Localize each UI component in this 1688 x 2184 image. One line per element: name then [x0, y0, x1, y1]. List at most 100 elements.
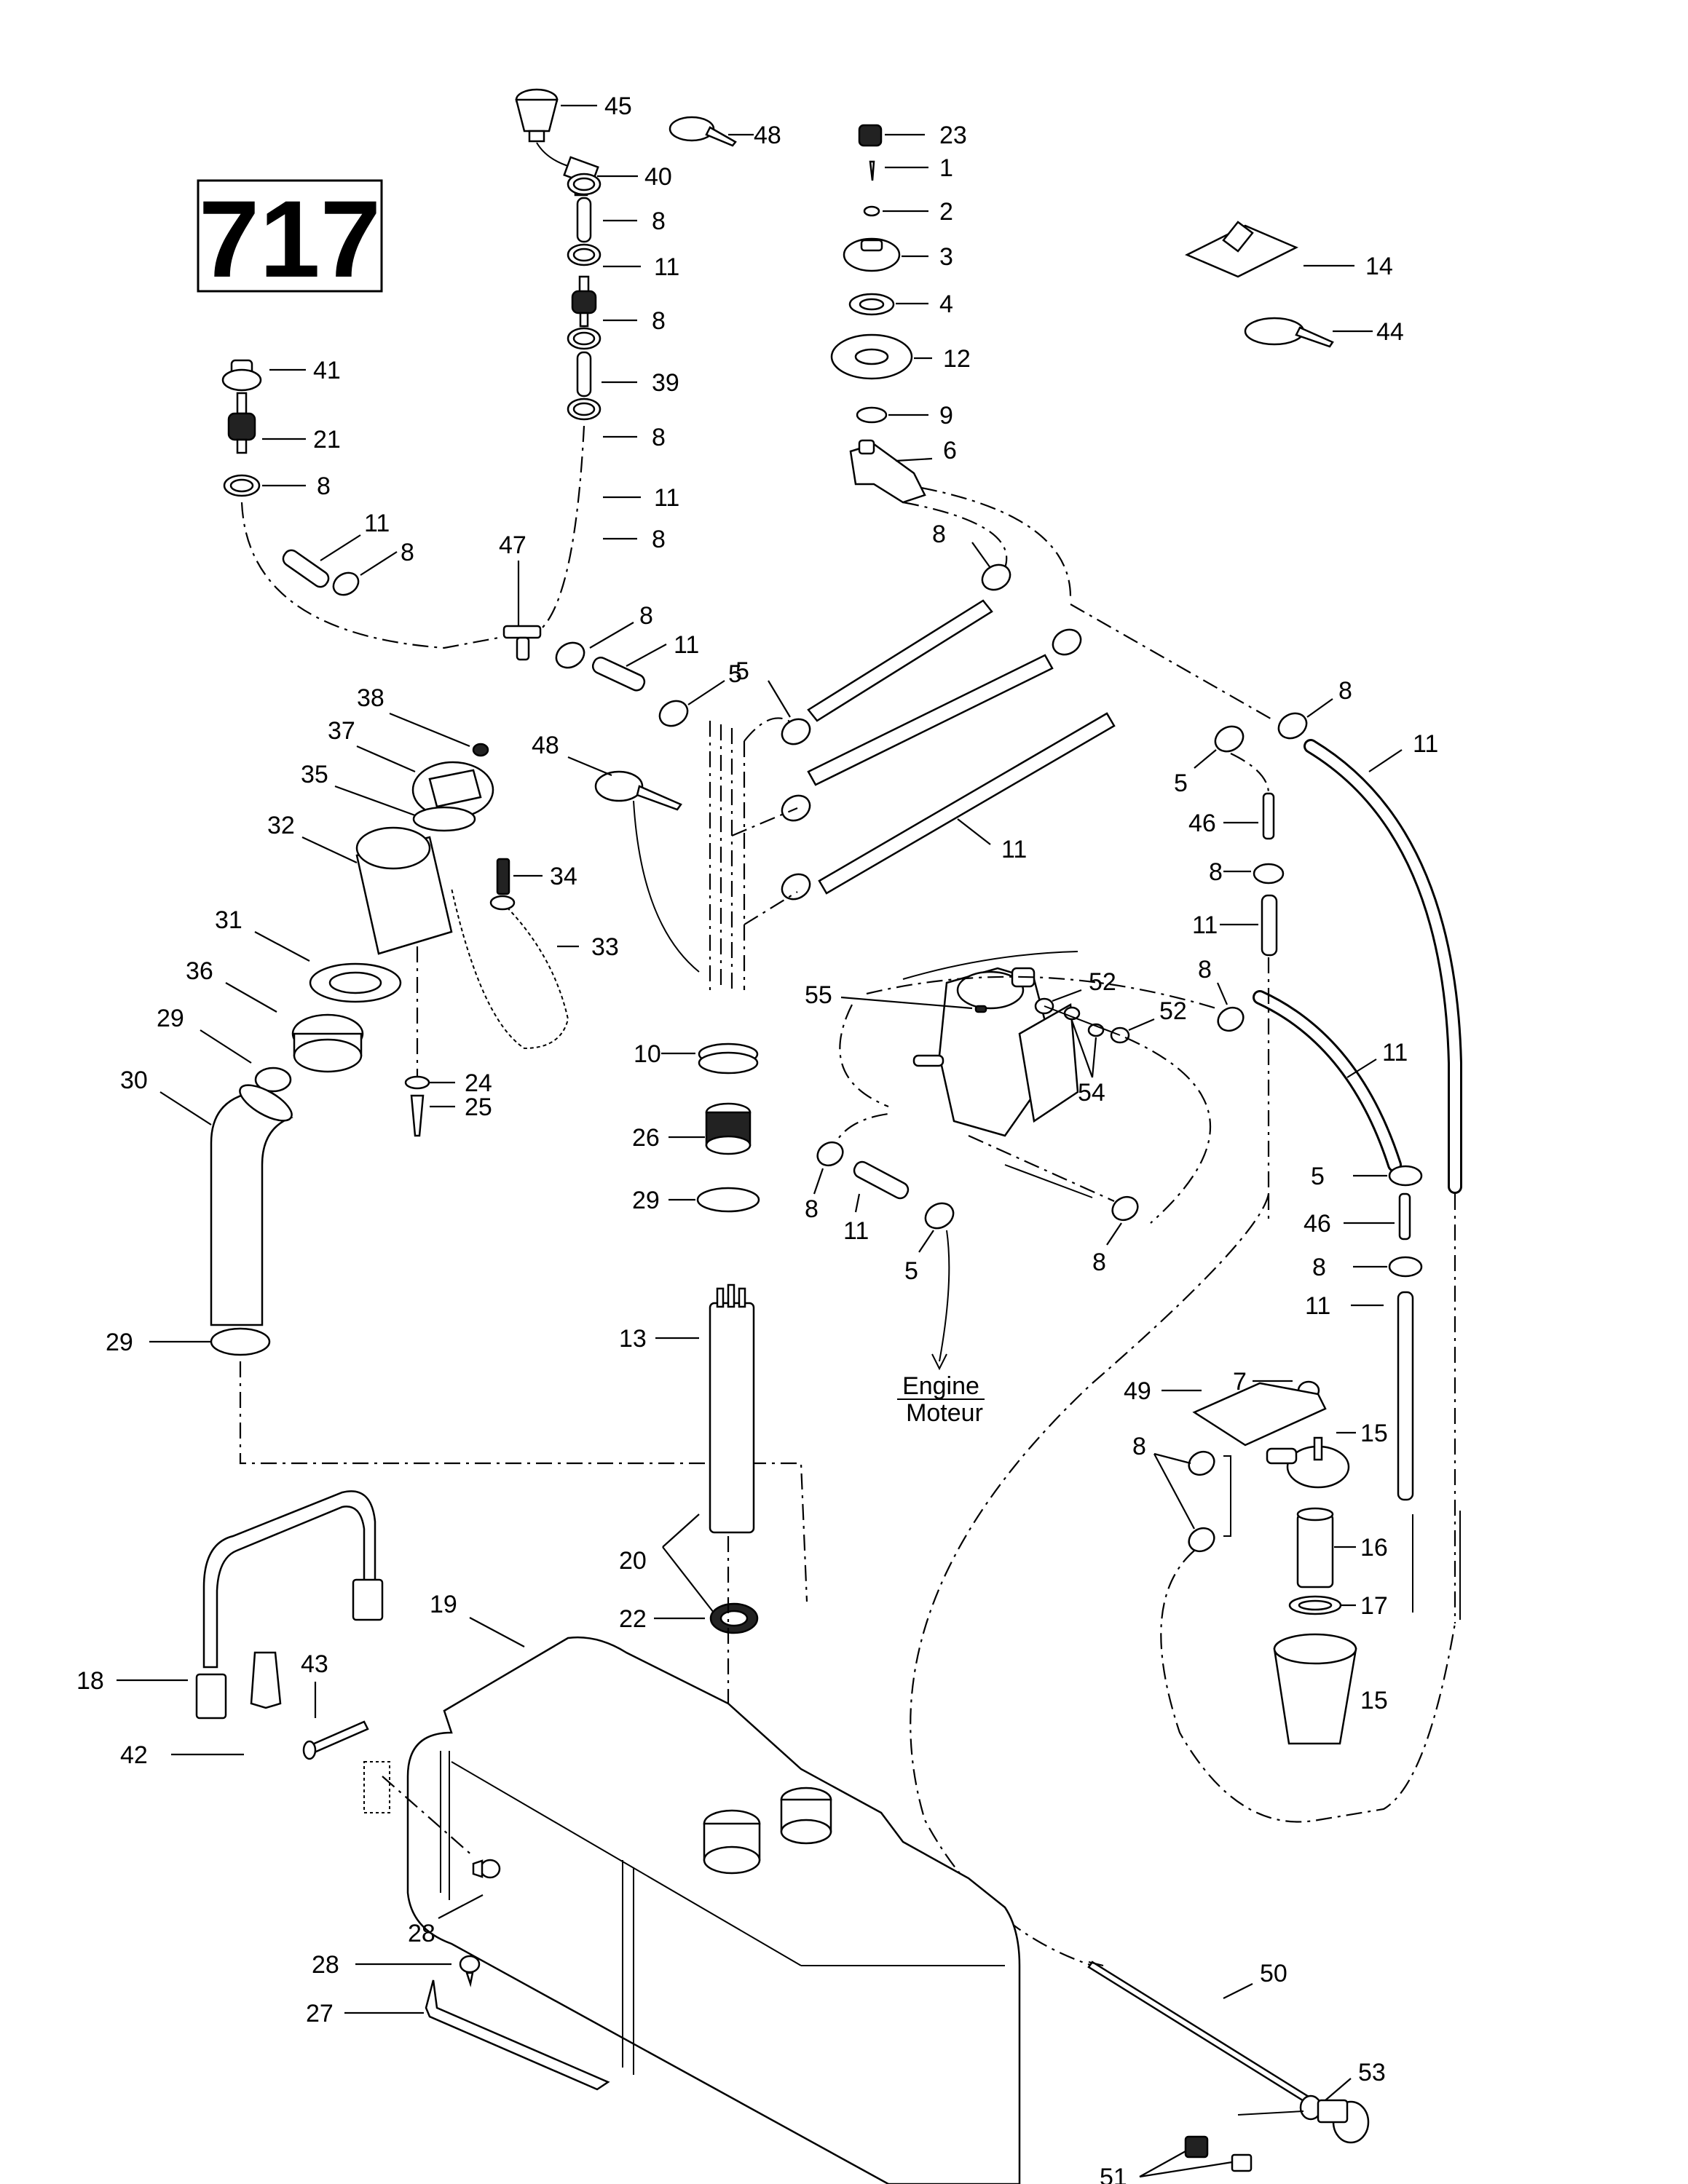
- part-3-selector-knob[interactable]: [843, 237, 901, 272]
- clamp-8[interactable]: [1108, 1192, 1142, 1224]
- part-19-fuel-tank[interactable]: [406, 1636, 1021, 2184]
- clamp-8[interactable]: [552, 638, 589, 673]
- part-46-fitting[interactable]: [1398, 1192, 1411, 1241]
- clamp-8[interactable]: [1388, 1256, 1423, 1278]
- part-9-ring[interactable]: [856, 406, 888, 424]
- part-13-pickup-tube[interactable]: [709, 1283, 755, 1534]
- clamp-8[interactable]: [1253, 863, 1285, 885]
- part-23-plug[interactable]: [858, 124, 883, 147]
- part-25-rivet[interactable]: [410, 1094, 425, 1137]
- callout-17: 17: [1360, 1592, 1388, 1620]
- callout-8: 8: [1092, 1249, 1106, 1276]
- hose-11[interactable]: [576, 197, 592, 243]
- clamp-8[interactable]: [1185, 1447, 1218, 1479]
- clamp-10[interactable]: [698, 1042, 759, 1075]
- part-34-bolt[interactable]: [496, 858, 510, 895]
- clamp-5[interactable]: [921, 1198, 958, 1233]
- clamp-8[interactable]: [223, 474, 261, 497]
- part-48-tie-strap[interactable]: [594, 770, 682, 811]
- part-31-gasket[interactable]: [309, 962, 402, 1003]
- part-27-bracket[interactable]: [425, 1979, 610, 2091]
- clamp-8[interactable]: [567, 397, 602, 421]
- clamp-5[interactable]: [778, 869, 815, 904]
- part-42-latch[interactable]: [250, 1651, 282, 1709]
- callout-8: 8: [1312, 1254, 1326, 1281]
- part-35-o-ring[interactable]: [412, 806, 476, 832]
- callout-8: 8: [317, 472, 331, 500]
- hose-11[interactable]: [591, 655, 647, 693]
- clamp-5[interactable]: [778, 714, 815, 749]
- part-48-tie-strap[interactable]: [669, 116, 737, 147]
- part-53-gauge-fitting[interactable]: [1299, 2094, 1370, 2144]
- part-44-tie-strap[interactable]: [1244, 317, 1334, 348]
- part-1-screw[interactable]: [869, 160, 875, 181]
- part-32-filler-neck[interactable]: [355, 826, 453, 955]
- part-55-screw[interactable]: [974, 1005, 987, 1013]
- part-36-nut[interactable]: [291, 1013, 364, 1073]
- carburetor-assembly[interactable]: [912, 967, 1079, 1137]
- part-30-filler-hose[interactable]: [210, 1078, 297, 1326]
- callout-39: 39: [652, 369, 679, 397]
- mount-pad[interactable]: [363, 1761, 390, 1813]
- hose-11[interactable]: [576, 351, 592, 397]
- hose-11[interactable]: [807, 654, 1054, 786]
- clamp-8[interactable]: [978, 560, 1015, 595]
- clamp-8[interactable]: [1185, 1524, 1218, 1556]
- part-4-bezel[interactable]: [848, 293, 895, 316]
- part-21-check-valve[interactable]: [227, 392, 256, 454]
- clamp-8[interactable]: [329, 569, 362, 599]
- part-15-filter-head[interactable]: [1266, 1436, 1350, 1489]
- part-51-grommet[interactable]: [1231, 2153, 1253, 2172]
- clamp-8[interactable]: [813, 1138, 847, 1170]
- hose-11[interactable]: [818, 712, 1116, 895]
- clamp-29[interactable]: [696, 1187, 760, 1213]
- part-16-filter-element[interactable]: [1296, 1507, 1334, 1588]
- clamp-8[interactable]: [1049, 625, 1086, 660]
- part-41-cap[interactable]: [221, 359, 262, 392]
- hose-11[interactable]: [852, 1160, 911, 1201]
- part-6-fuel-valve[interactable]: [849, 439, 926, 504]
- part-18-strap[interactable]: [195, 1490, 384, 1720]
- part-37-fuel-cap[interactable]: [411, 761, 494, 819]
- clamp-5[interactable]: [1211, 721, 1248, 756]
- part-28-screw[interactable]: [472, 1859, 501, 1879]
- clamp-8[interactable]: [1214, 1003, 1247, 1035]
- part-39-check-valve[interactable]: [571, 275, 597, 328]
- callout-11: 11: [1413, 730, 1438, 758]
- part-24-washer[interactable]: [404, 1075, 430, 1090]
- callout-30: 30: [120, 1067, 148, 1094]
- clamp-29[interactable]: [210, 1327, 271, 1356]
- hose-11[interactable]: [807, 599, 993, 722]
- clamp-5[interactable]: [655, 696, 693, 731]
- part-15-filter-bowl[interactable]: [1273, 1633, 1357, 1745]
- clamp-8[interactable]: [567, 173, 602, 196]
- part-28-screw[interactable]: [459, 1955, 481, 1987]
- hose-11-curved[interactable]: [1253, 990, 1402, 1172]
- tank-neck[interactable]: [780, 1787, 832, 1845]
- part-47-tee-fitting[interactable]: [502, 625, 542, 661]
- part-22-grommet[interactable]: [709, 1602, 759, 1634]
- hose-11[interactable]: [1261, 894, 1278, 957]
- part-45-filter-cup[interactable]: [515, 88, 559, 143]
- part-12-plate[interactable]: [830, 333, 913, 380]
- clamp-8[interactable]: [567, 327, 602, 350]
- part-33-bead-chain[interactable]: [451, 887, 569, 1050]
- part-51-grommet[interactable]: [1184, 2135, 1209, 2159]
- part-17-o-ring[interactable]: [1288, 1595, 1342, 1615]
- hose-11[interactable]: [280, 547, 331, 590]
- hose-11[interactable]: [1397, 1291, 1414, 1501]
- part-43-rivet[interactable]: [302, 1720, 369, 1760]
- part-2-washer[interactable]: [863, 205, 880, 217]
- part-14-clip[interactable]: [1185, 221, 1298, 278]
- part-49-bracket[interactable]: [1192, 1382, 1327, 1447]
- clamp-8[interactable]: [1274, 708, 1312, 743]
- clamp-8[interactable]: [567, 243, 602, 266]
- tank-neck[interactable]: [703, 1809, 761, 1875]
- hose-11-long[interactable]: [1304, 739, 1462, 1194]
- clamp-5[interactable]: [1388, 1165, 1423, 1187]
- part-26-grommet[interactable]: [705, 1102, 752, 1155]
- callout-19: 19: [430, 1591, 457, 1618]
- part-46-fitting[interactable]: [1262, 792, 1275, 840]
- clamp-29[interactable]: [254, 1067, 292, 1093]
- part-38-plug[interactable]: [472, 743, 489, 757]
